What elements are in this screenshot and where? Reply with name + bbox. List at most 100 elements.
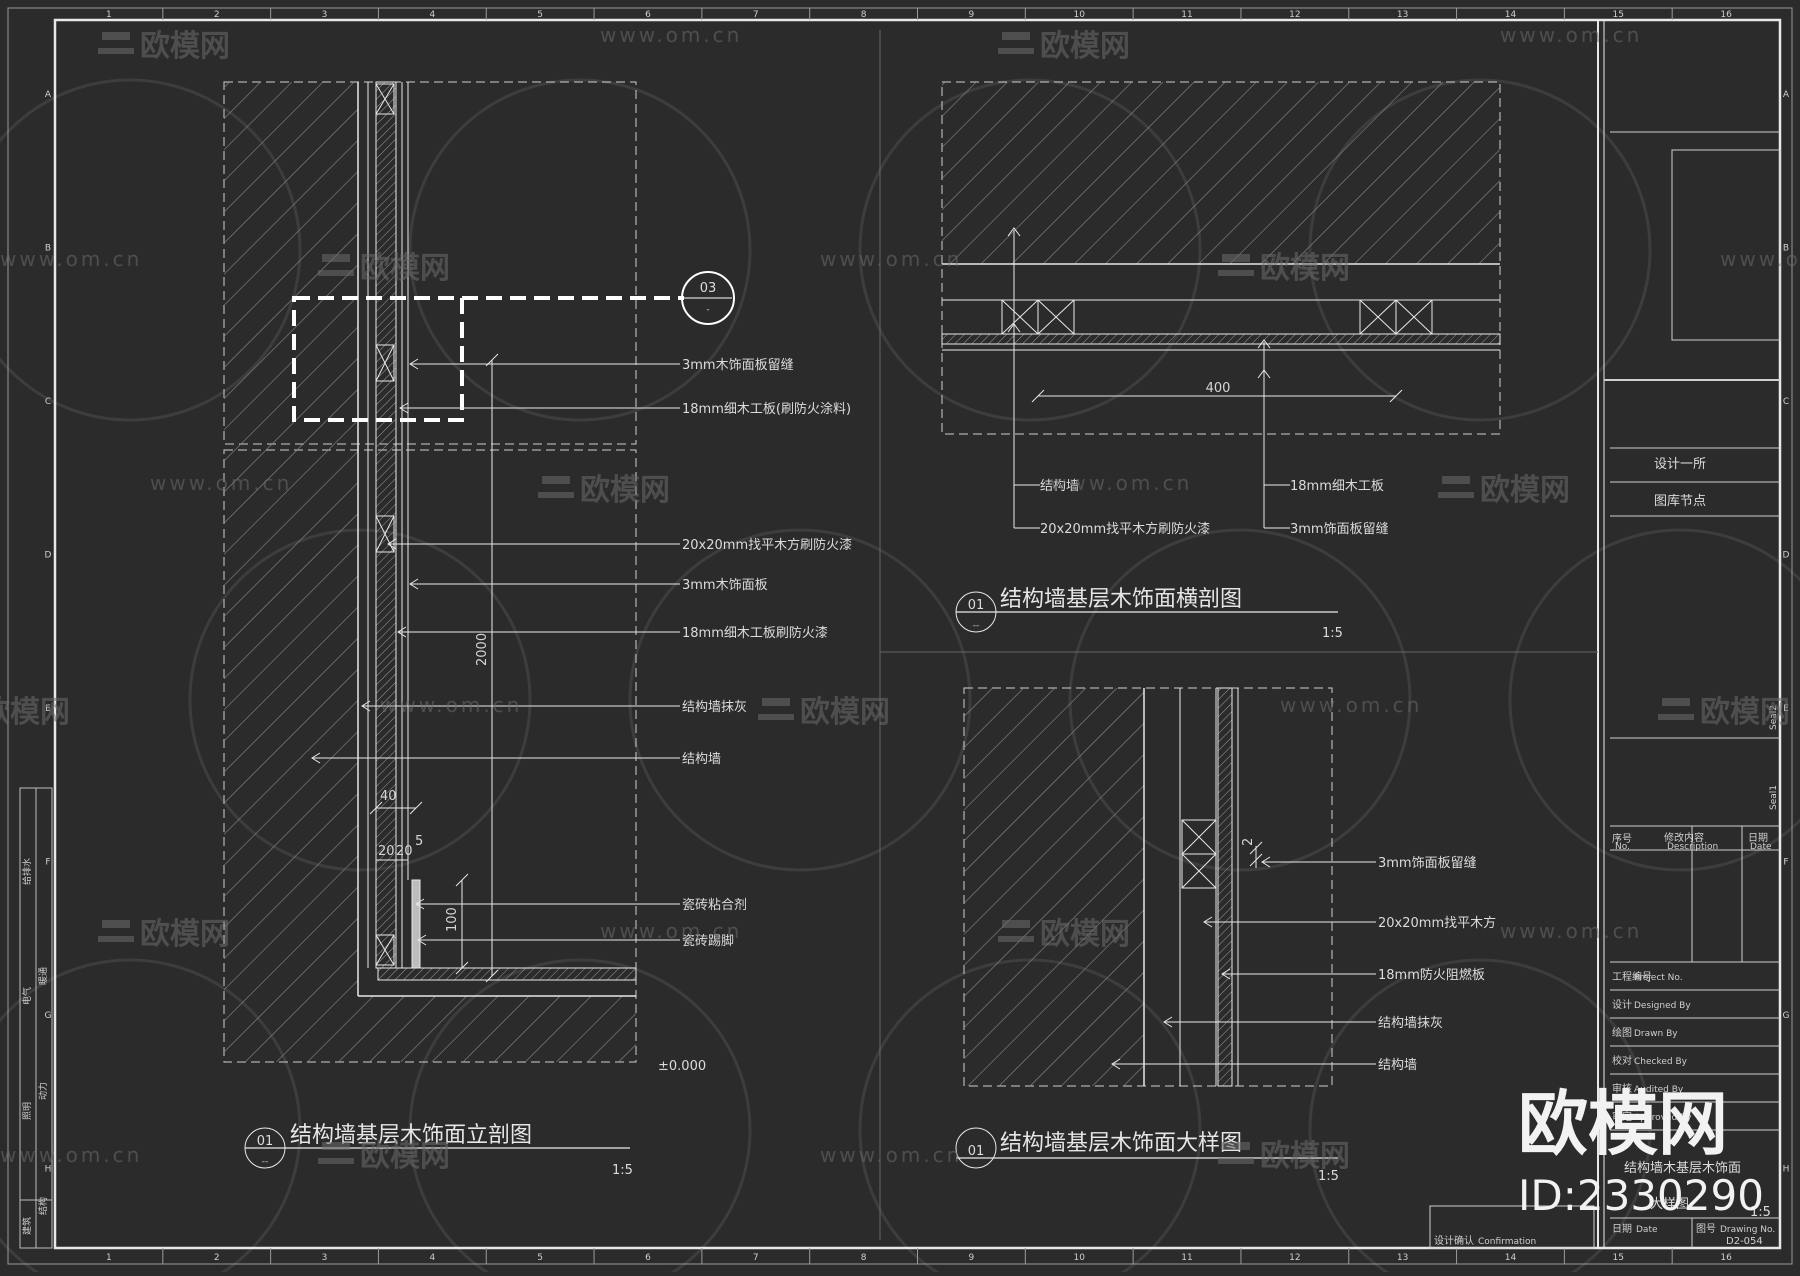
tb-field-label: 工程编号 bbox=[1612, 970, 1652, 983]
tb-field-label: 设计 bbox=[1612, 998, 1632, 1011]
tb-field-label-en: Project No. bbox=[1634, 973, 1683, 983]
watermark-sofa-icon bbox=[998, 920, 1034, 942]
tb-rev-desc-en: Description bbox=[1667, 842, 1718, 852]
strip-label: 暖通 bbox=[37, 967, 49, 985]
view-scale-plan: 1:5 bbox=[1322, 626, 1343, 641]
watermark-url: www.om.cn bbox=[820, 247, 962, 271]
note-label: 18mm防火阻燃板 bbox=[1378, 967, 1485, 983]
tb-rev-no: 序号 bbox=[1612, 832, 1632, 845]
note-label: 结构墙 bbox=[1378, 1058, 1417, 1073]
tb-drawing-name-2: 大样图 bbox=[1650, 1197, 1689, 1212]
tb-seal2: Seal2 bbox=[1769, 705, 1779, 730]
grid-col-top: 6 bbox=[645, 10, 651, 20]
grid-col-top: 11 bbox=[1181, 10, 1192, 20]
watermark-sofa-icon bbox=[98, 32, 134, 54]
watermark-logo: 欧模网 bbox=[1260, 1139, 1350, 1174]
left-discipline-strip bbox=[19, 787, 53, 1249]
strip-label: 电气 bbox=[21, 987, 33, 1005]
strip-label: 建筑 bbox=[21, 1217, 33, 1235]
dim-20a: 20 bbox=[378, 844, 395, 859]
note-label: 3mm饰面板留缝 bbox=[1290, 522, 1389, 537]
grid-col-bottom: 7 bbox=[753, 1253, 759, 1263]
tb-field-label-en: Designed By bbox=[1634, 1001, 1691, 1011]
view-number-plan: 01 bbox=[968, 598, 985, 613]
watermark-sofa-icon bbox=[758, 698, 794, 720]
elevation-view: 03 - 3mm木饰面板留缝18mm细木工板(刷防火涂料)20x20mm找平木方… bbox=[223, 81, 852, 1178]
tb-field-label-en: Approved By bbox=[1634, 1113, 1692, 1123]
view-number-elevation: 01 bbox=[257, 1134, 274, 1149]
grid-col-bottom: 3 bbox=[322, 1253, 328, 1263]
view-number-detail: 01 bbox=[968, 1144, 985, 1159]
grid-row-left: F bbox=[45, 857, 50, 867]
dim-400: 400 bbox=[1206, 381, 1231, 396]
grid-row-right: B bbox=[1783, 243, 1789, 253]
tb-rev-no-en: No. bbox=[1615, 842, 1630, 852]
watermark-url: www.om.cn bbox=[820, 1143, 962, 1167]
grid-col-top: 16 bbox=[1720, 10, 1732, 20]
grid-col-bottom: 15 bbox=[1613, 1253, 1624, 1263]
leader-arrow bbox=[311, 752, 321, 764]
tb-company: 设计一所 bbox=[1654, 457, 1706, 472]
grid-row-right: C bbox=[1783, 397, 1789, 407]
watermark-url: www.om.cn bbox=[150, 471, 292, 495]
tb-drawing-name: 结构墙木基层木饰面 bbox=[1624, 1161, 1741, 1176]
leader-arrow bbox=[1203, 916, 1213, 928]
grid-col-bottom: 13 bbox=[1397, 1253, 1408, 1263]
grid-col-top: 15 bbox=[1613, 10, 1624, 20]
grid-row-right: D bbox=[1783, 550, 1790, 560]
note-label: 结构墙抹灰 bbox=[682, 700, 747, 715]
grid-col-bottom: 5 bbox=[537, 1253, 543, 1263]
structural-wall-hatch bbox=[224, 82, 358, 1062]
grid-col-top: 5 bbox=[537, 10, 543, 20]
view-scale-detail: 1:5 bbox=[1318, 1169, 1339, 1184]
grid-col-top: 12 bbox=[1289, 10, 1300, 20]
detail-board-layer bbox=[1217, 687, 1233, 1087]
watermarks: 欧模网欧模网欧模网欧模网欧模网欧模网欧模网欧模网欧模网欧模网欧模网欧模网欧模网w… bbox=[0, 23, 1800, 1174]
svg-text:--: -- bbox=[262, 1157, 269, 1167]
tb-date-en: Date bbox=[1636, 1225, 1658, 1235]
grid-col-bottom: 4 bbox=[429, 1253, 435, 1263]
grid-row-left: C bbox=[45, 397, 51, 407]
leader-arrow bbox=[415, 898, 425, 910]
watermark-id: ID:2330290 bbox=[1518, 1171, 1764, 1220]
watermark-url: www.om.cn bbox=[600, 23, 742, 47]
grid-row-right: A bbox=[1783, 90, 1790, 100]
leader-arrow bbox=[387, 538, 397, 550]
watermark-url: www.om.cn bbox=[1280, 693, 1422, 717]
tb-date: 日期 bbox=[1612, 1223, 1632, 1235]
grid-row-right: E bbox=[1783, 704, 1789, 714]
note-label: 18mm细木工板(刷防火涂料) bbox=[682, 401, 851, 417]
watermark-sofa-icon bbox=[318, 254, 354, 276]
watermark-sofa-icon bbox=[1218, 1142, 1254, 1164]
watermark-sofa-icon bbox=[98, 920, 134, 942]
note-label: 3mm木饰面板 bbox=[682, 578, 768, 593]
note-label: 20x20mm找平木方 bbox=[1378, 915, 1496, 931]
grid-col-bottom: 1 bbox=[106, 1253, 112, 1263]
grid-col-bottom: 12 bbox=[1289, 1253, 1300, 1263]
grid-row-left: B bbox=[45, 243, 51, 253]
watermark-sofa-icon bbox=[998, 32, 1034, 54]
grid-col-bottom: 9 bbox=[969, 1253, 975, 1263]
note-label: 结构墙 bbox=[682, 752, 721, 767]
watermark-url: www.om.cn bbox=[0, 247, 142, 271]
dim-40: 40 bbox=[380, 789, 397, 804]
grid-col-bottom: 14 bbox=[1505, 1253, 1517, 1263]
elevation-dimensions bbox=[369, 353, 499, 983]
grid-row-left: G bbox=[45, 1011, 52, 1021]
leader-arrow bbox=[361, 700, 371, 712]
tb-category: 图库节点 bbox=[1654, 493, 1706, 509]
watermark-url: www.om.cn bbox=[380, 693, 522, 717]
watermark-logo: 欧模网 bbox=[1040, 917, 1130, 952]
watermark-logo: 欧模网 bbox=[800, 695, 890, 730]
view-title-detail: 结构墙基层木饰面大样图 bbox=[1000, 1131, 1242, 1156]
dim-5: 5 bbox=[415, 834, 423, 849]
watermark-url: www.om.cn bbox=[1500, 919, 1642, 943]
tb-field-label-en: Drawn By bbox=[1634, 1029, 1678, 1039]
leader-arrow bbox=[1111, 1058, 1121, 1070]
grid-labels: 1122334455667788991010111112121313141415… bbox=[45, 8, 1790, 1264]
watermark-logo: 欧模网 bbox=[1480, 473, 1570, 508]
watermark-logo: 欧模网 bbox=[1700, 695, 1790, 730]
